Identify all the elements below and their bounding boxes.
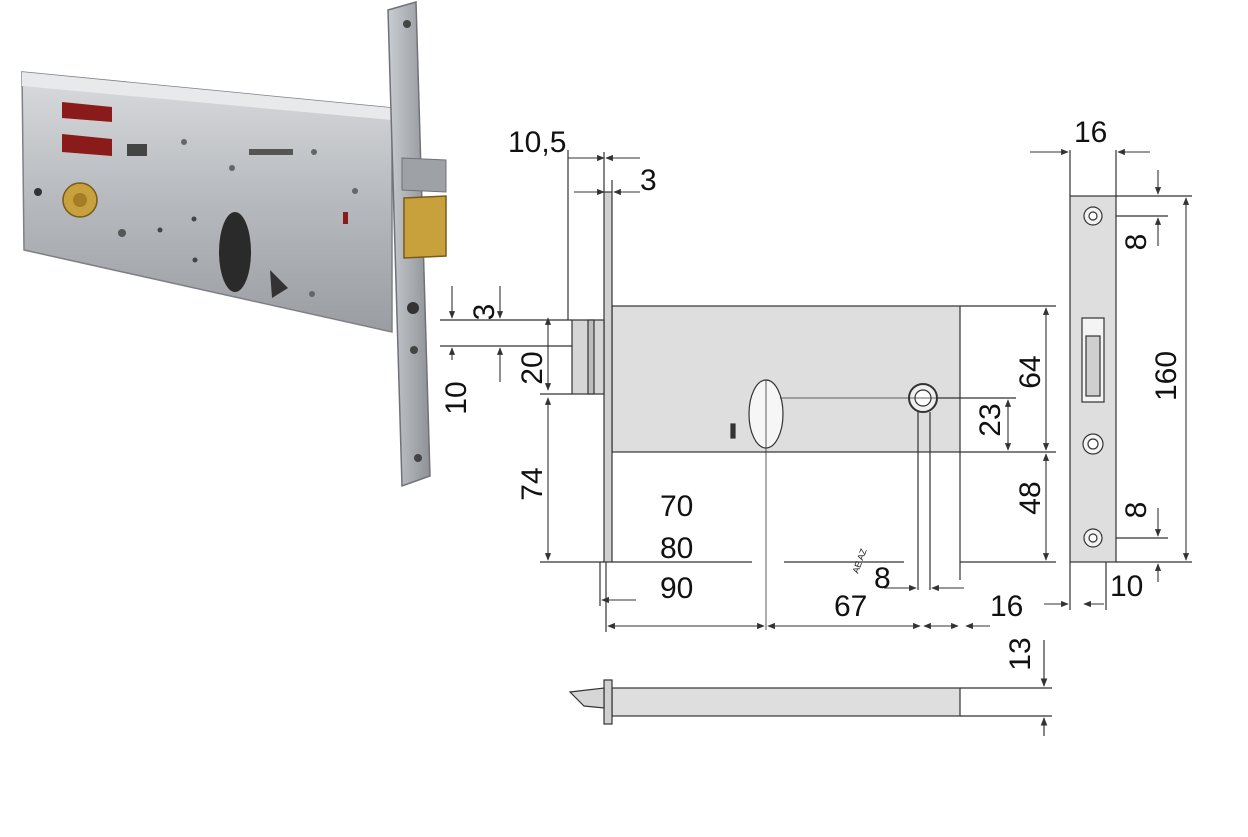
dimension-labels: 10,5 3 3 10 20 74 70 80 90 67 8 AE AZ 16…	[440, 116, 1183, 671]
latch-bolt-icon	[403, 195, 447, 259]
dim-spindle-square: 8	[874, 562, 891, 595]
bolt-plan-view	[568, 640, 1052, 736]
dim-forend-width: 16	[1074, 116, 1107, 149]
side-view	[440, 150, 1056, 632]
dim-forend-thickness: 3	[640, 164, 657, 197]
dim-case-upper: 64	[1014, 355, 1047, 388]
dim-latch-offset: 3	[468, 304, 501, 321]
dim-screw-edge: 10	[1110, 570, 1143, 603]
side-dimensions	[448, 154, 1050, 630]
dim-screw-bottom: 8	[1120, 502, 1153, 519]
forend-dimensions	[1030, 148, 1190, 608]
dim-backset-offset: 10,5	[508, 126, 566, 159]
dim-forend-length: 160	[1150, 351, 1183, 401]
cylinder-icon	[62, 182, 98, 218]
dim-backset-80: 80	[660, 532, 693, 565]
dim-backset-70: 70	[660, 490, 693, 523]
dim-spindle-note: AE AZ	[850, 547, 868, 575]
dim-bolt-thickness: 13	[1004, 637, 1037, 670]
mortice-lock-photo	[21, 1, 447, 488]
dim-rear-offset: 16	[990, 590, 1023, 623]
dim-hub-offset: 23	[974, 403, 1007, 436]
dim-latch-gap: 10	[440, 381, 473, 414]
warning-label	[62, 134, 112, 156]
dim-screw-top: 8	[1120, 234, 1153, 251]
dim-case-lower: 48	[1014, 481, 1047, 514]
dim-lower-height: 74	[516, 467, 549, 500]
dim-backset-90: 90	[660, 572, 693, 605]
warning-label	[62, 102, 112, 122]
dim-hub-spacing: 67	[834, 590, 867, 623]
forend-front-view	[1069, 150, 1192, 610]
dim-latch-height: 20	[516, 351, 549, 384]
